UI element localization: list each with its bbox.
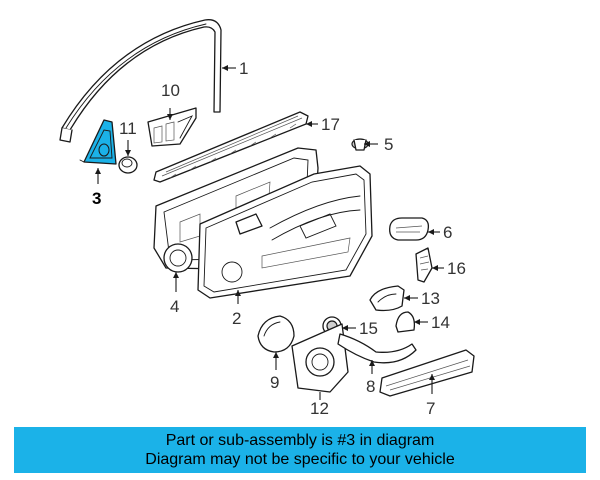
callout-10: 10 [161, 81, 180, 100]
callout-6: 6 [443, 223, 452, 242]
callout-7: 7 [426, 399, 435, 418]
part-1-window-frame[interactable] [59, 19, 222, 143]
callout-numbers: 1 2 3 4 5 6 7 8 9 10 11 12 13 14 15 16 1… [92, 59, 466, 418]
callout-4: 4 [170, 297, 179, 316]
callout-14: 14 [431, 313, 450, 332]
part-13-pull-cup[interactable] [369, 285, 405, 312]
part-2-door-trim-panel[interactable] [197, 165, 373, 299]
callout-5: 5 [384, 135, 393, 154]
callout-1: 1 [239, 59, 248, 78]
part-10-switch-bezel[interactable] [147, 107, 197, 147]
part-8-armrest[interactable] [337, 333, 417, 364]
part-16-latch[interactable] [415, 247, 433, 283]
part-9-speaker-grille[interactable] [257, 315, 295, 353]
info-banner: Part or sub-assembly is #3 in diagram Di… [14, 427, 586, 473]
part-6-handle-bezel[interactable] [389, 217, 430, 241]
callout-2: 2 [232, 309, 241, 328]
callout-9: 9 [270, 373, 279, 392]
callout-13: 13 [421, 289, 440, 308]
part-11-plug[interactable] [118, 156, 138, 174]
callout-3: 3 [92, 189, 101, 208]
callout-11: 11 [119, 119, 137, 138]
part-3-mirror-cover[interactable] [79, 119, 117, 165]
callout-17: 17 [321, 115, 340, 134]
parts-diagram: 1 2 3 4 5 6 7 8 9 10 11 12 13 14 15 16 1… [59, 19, 475, 418]
part-12-speaker-housing[interactable] [291, 323, 349, 393]
callout-15: 15 [359, 319, 378, 338]
banner-line-part-number: Part or sub-assembly is #3 in diagram [165, 432, 435, 449]
banner-line-disclaimer: Diagram may not be specific to your vehi… [145, 451, 455, 468]
callout-8: 8 [366, 377, 375, 396]
part-7-lower-trim[interactable] [379, 349, 475, 397]
callout-16: 16 [447, 259, 466, 278]
leader-arrowheads [95, 65, 438, 380]
part-14-cover[interactable] [395, 311, 416, 333]
callout-12: 12 [310, 399, 329, 418]
